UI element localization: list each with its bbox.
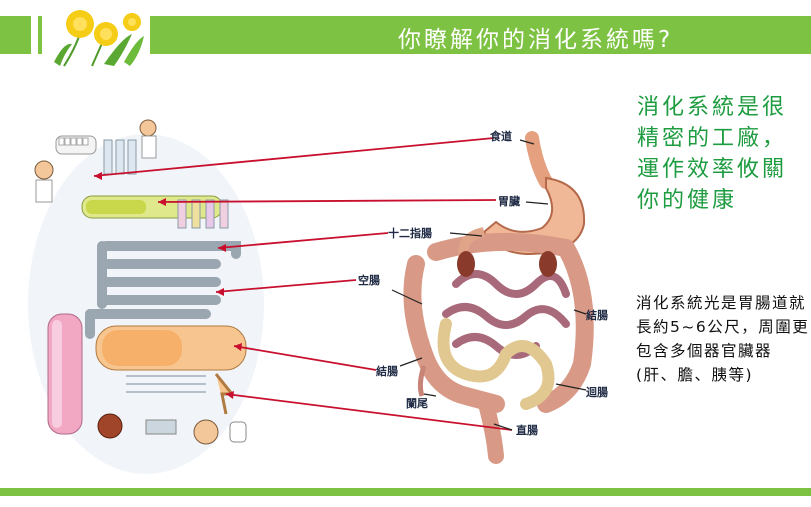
dandelion-logo-icon (54, 10, 144, 67)
header-divider (38, 16, 42, 54)
label-ileum: 迴腸 (586, 386, 608, 399)
label-duodenum: 十二指腸 (388, 227, 432, 240)
header-bar (150, 16, 811, 54)
page-title: 你瞭解你的消化系統嗎? (398, 27, 674, 53)
sidebar-highlight-text: 消化系統是很精密的工廠，運作效率攸關你的健康 (637, 95, 788, 213)
label-jejunum: 空腸 (358, 274, 380, 287)
sidebar-body-text: 消化系統光是胃腸道就長約5~6公尺，周圍更包含多個器官臟器(肝、膽、胰等) (636, 294, 810, 384)
label-rectum: 直腸 (516, 424, 538, 437)
label-appendix: 闌尾 (406, 397, 428, 410)
footer-bar (0, 488, 811, 496)
label-colon-left: 結腸 (376, 365, 398, 378)
label-esophagus: 食道 (490, 130, 512, 143)
header-accent-left (0, 16, 31, 54)
diagram-illustration (28, 119, 594, 474)
pointer-lines (93, 137, 513, 431)
label-stomach: 胃臟 (498, 195, 520, 208)
factory-machine-illustration (28, 119, 264, 474)
label-colon-right: 結腸 (586, 309, 608, 322)
digestive-organs-illustration (403, 131, 594, 464)
digestive-system-diagram: 食道 胃臟 十二指腸 空腸 結腸 闌尾 結腸 迴腸 直腸 (26, 104, 616, 474)
